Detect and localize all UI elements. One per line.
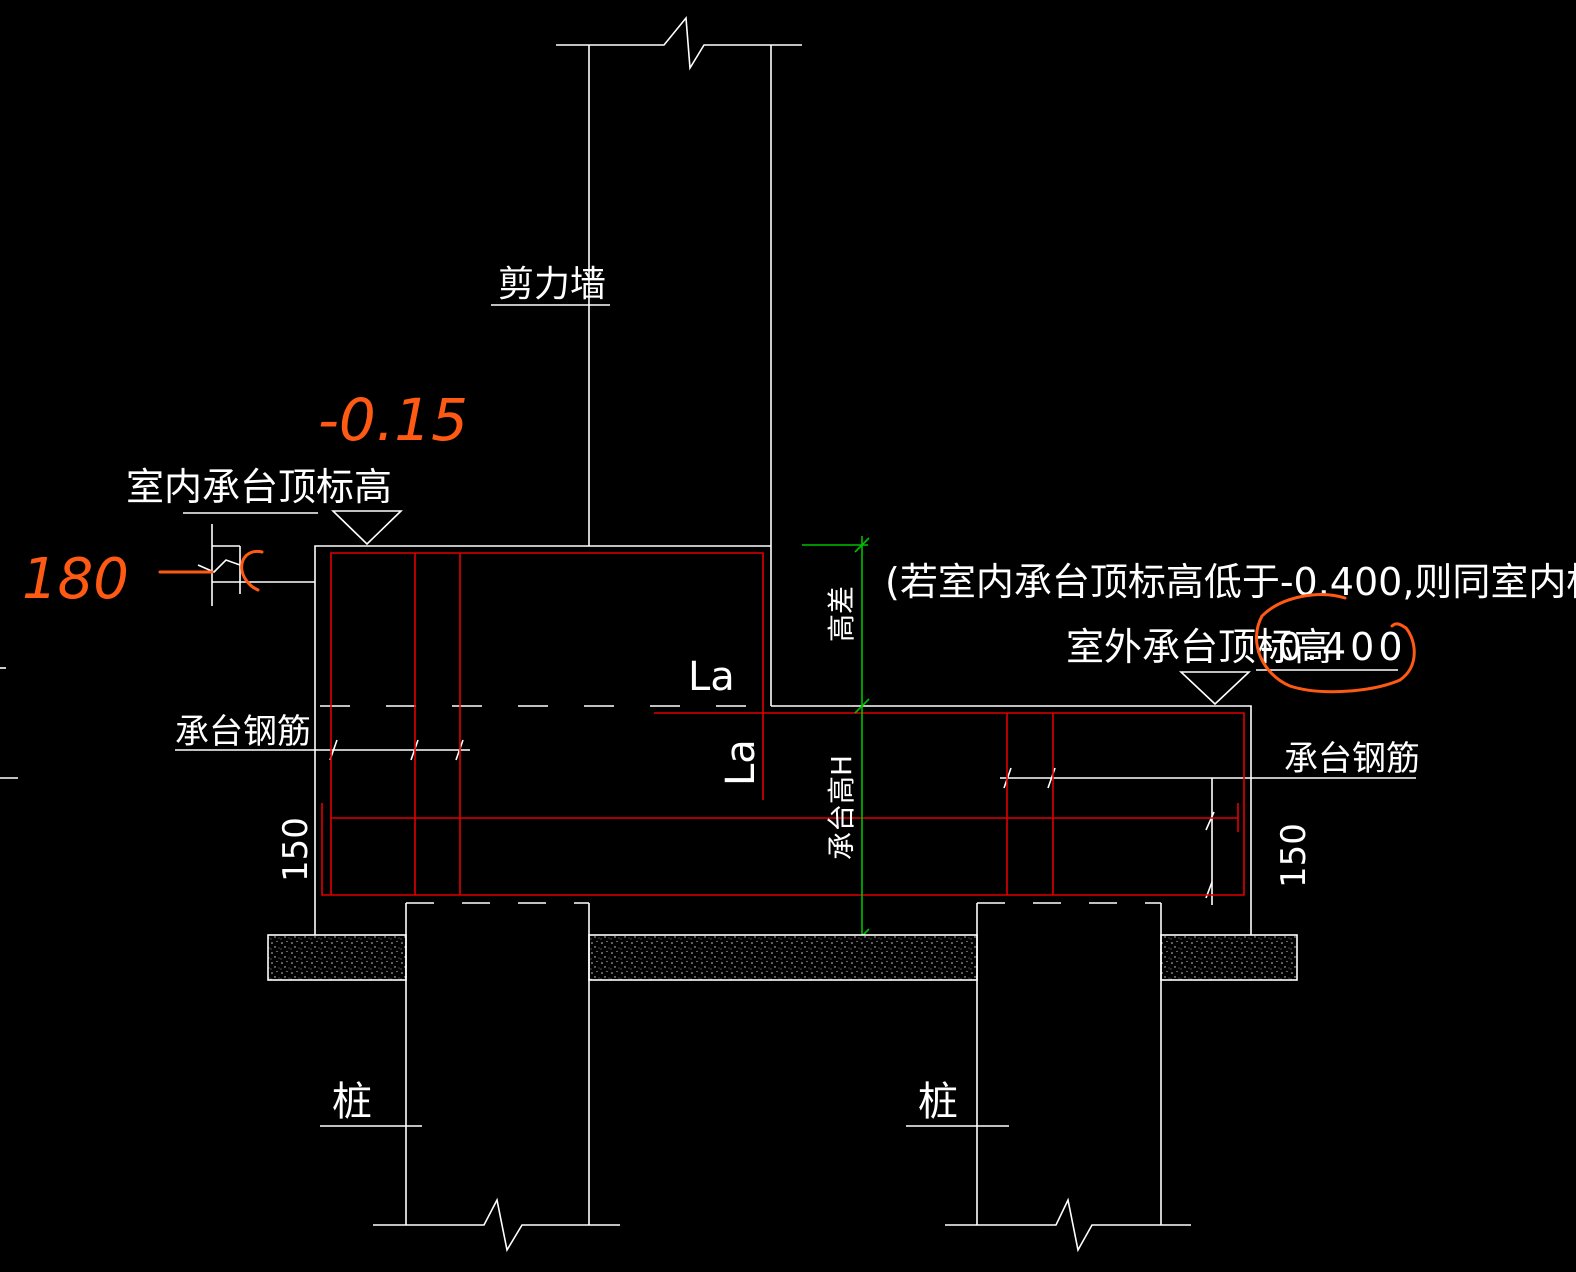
pile-cap-outline — [183, 510, 1398, 936]
pile-label-left: 桩 — [332, 1079, 372, 1125]
cap-height-label: 承台高H — [825, 755, 858, 860]
piles — [320, 902, 1191, 1253]
la-label-horizontal: La — [688, 654, 735, 700]
indoor-elev-triangle — [331, 510, 403, 546]
cap-rebar-label-right: 承台钢筋 — [1284, 739, 1420, 779]
dimension-150-left: 150 — [276, 817, 316, 882]
pile-right — [906, 902, 1191, 1253]
shear-wall — [491, 15, 802, 706]
rebar-leaders — [0, 667, 1416, 905]
wall-break-top — [556, 15, 802, 71]
rebar-outdoor-top — [321, 712, 1245, 896]
handwritten-marks — [158, 549, 1416, 694]
indoor-cap-outline — [314, 545, 771, 936]
outdoor-cap-outline — [771, 705, 1252, 936]
cap-rebar-label-left: 承台钢筋 — [175, 712, 311, 752]
height-difference-label: 高差 — [825, 586, 858, 642]
cap-rebar — [321, 552, 1245, 896]
shear-wall-label: 剪力墙 — [498, 264, 606, 305]
pile-left — [320, 902, 620, 1253]
note-text: (若室内承台顶标高低于-0.400,则同室内标高) — [885, 560, 1576, 604]
handwritten-180: 180 — [22, 547, 129, 612]
outdoor-elev-triangle — [1178, 671, 1252, 706]
dimension-150-right: 150 — [1274, 823, 1314, 888]
indoor-cap-elevation-label: 室内承台顶标高 — [126, 465, 392, 509]
pile-label-right: 桩 — [918, 1079, 958, 1125]
outdoor-elevation-value: -0.400 — [1260, 625, 1407, 669]
la-label-vertical: La — [718, 739, 764, 786]
gravel-bedding — [267, 934, 1298, 981]
rebar-upper-loop — [330, 552, 764, 895]
outdoor-cap-elevation-label: 室外承台顶标高 — [1066, 625, 1332, 669]
handwritten-elevation: -0.15 — [318, 386, 468, 454]
